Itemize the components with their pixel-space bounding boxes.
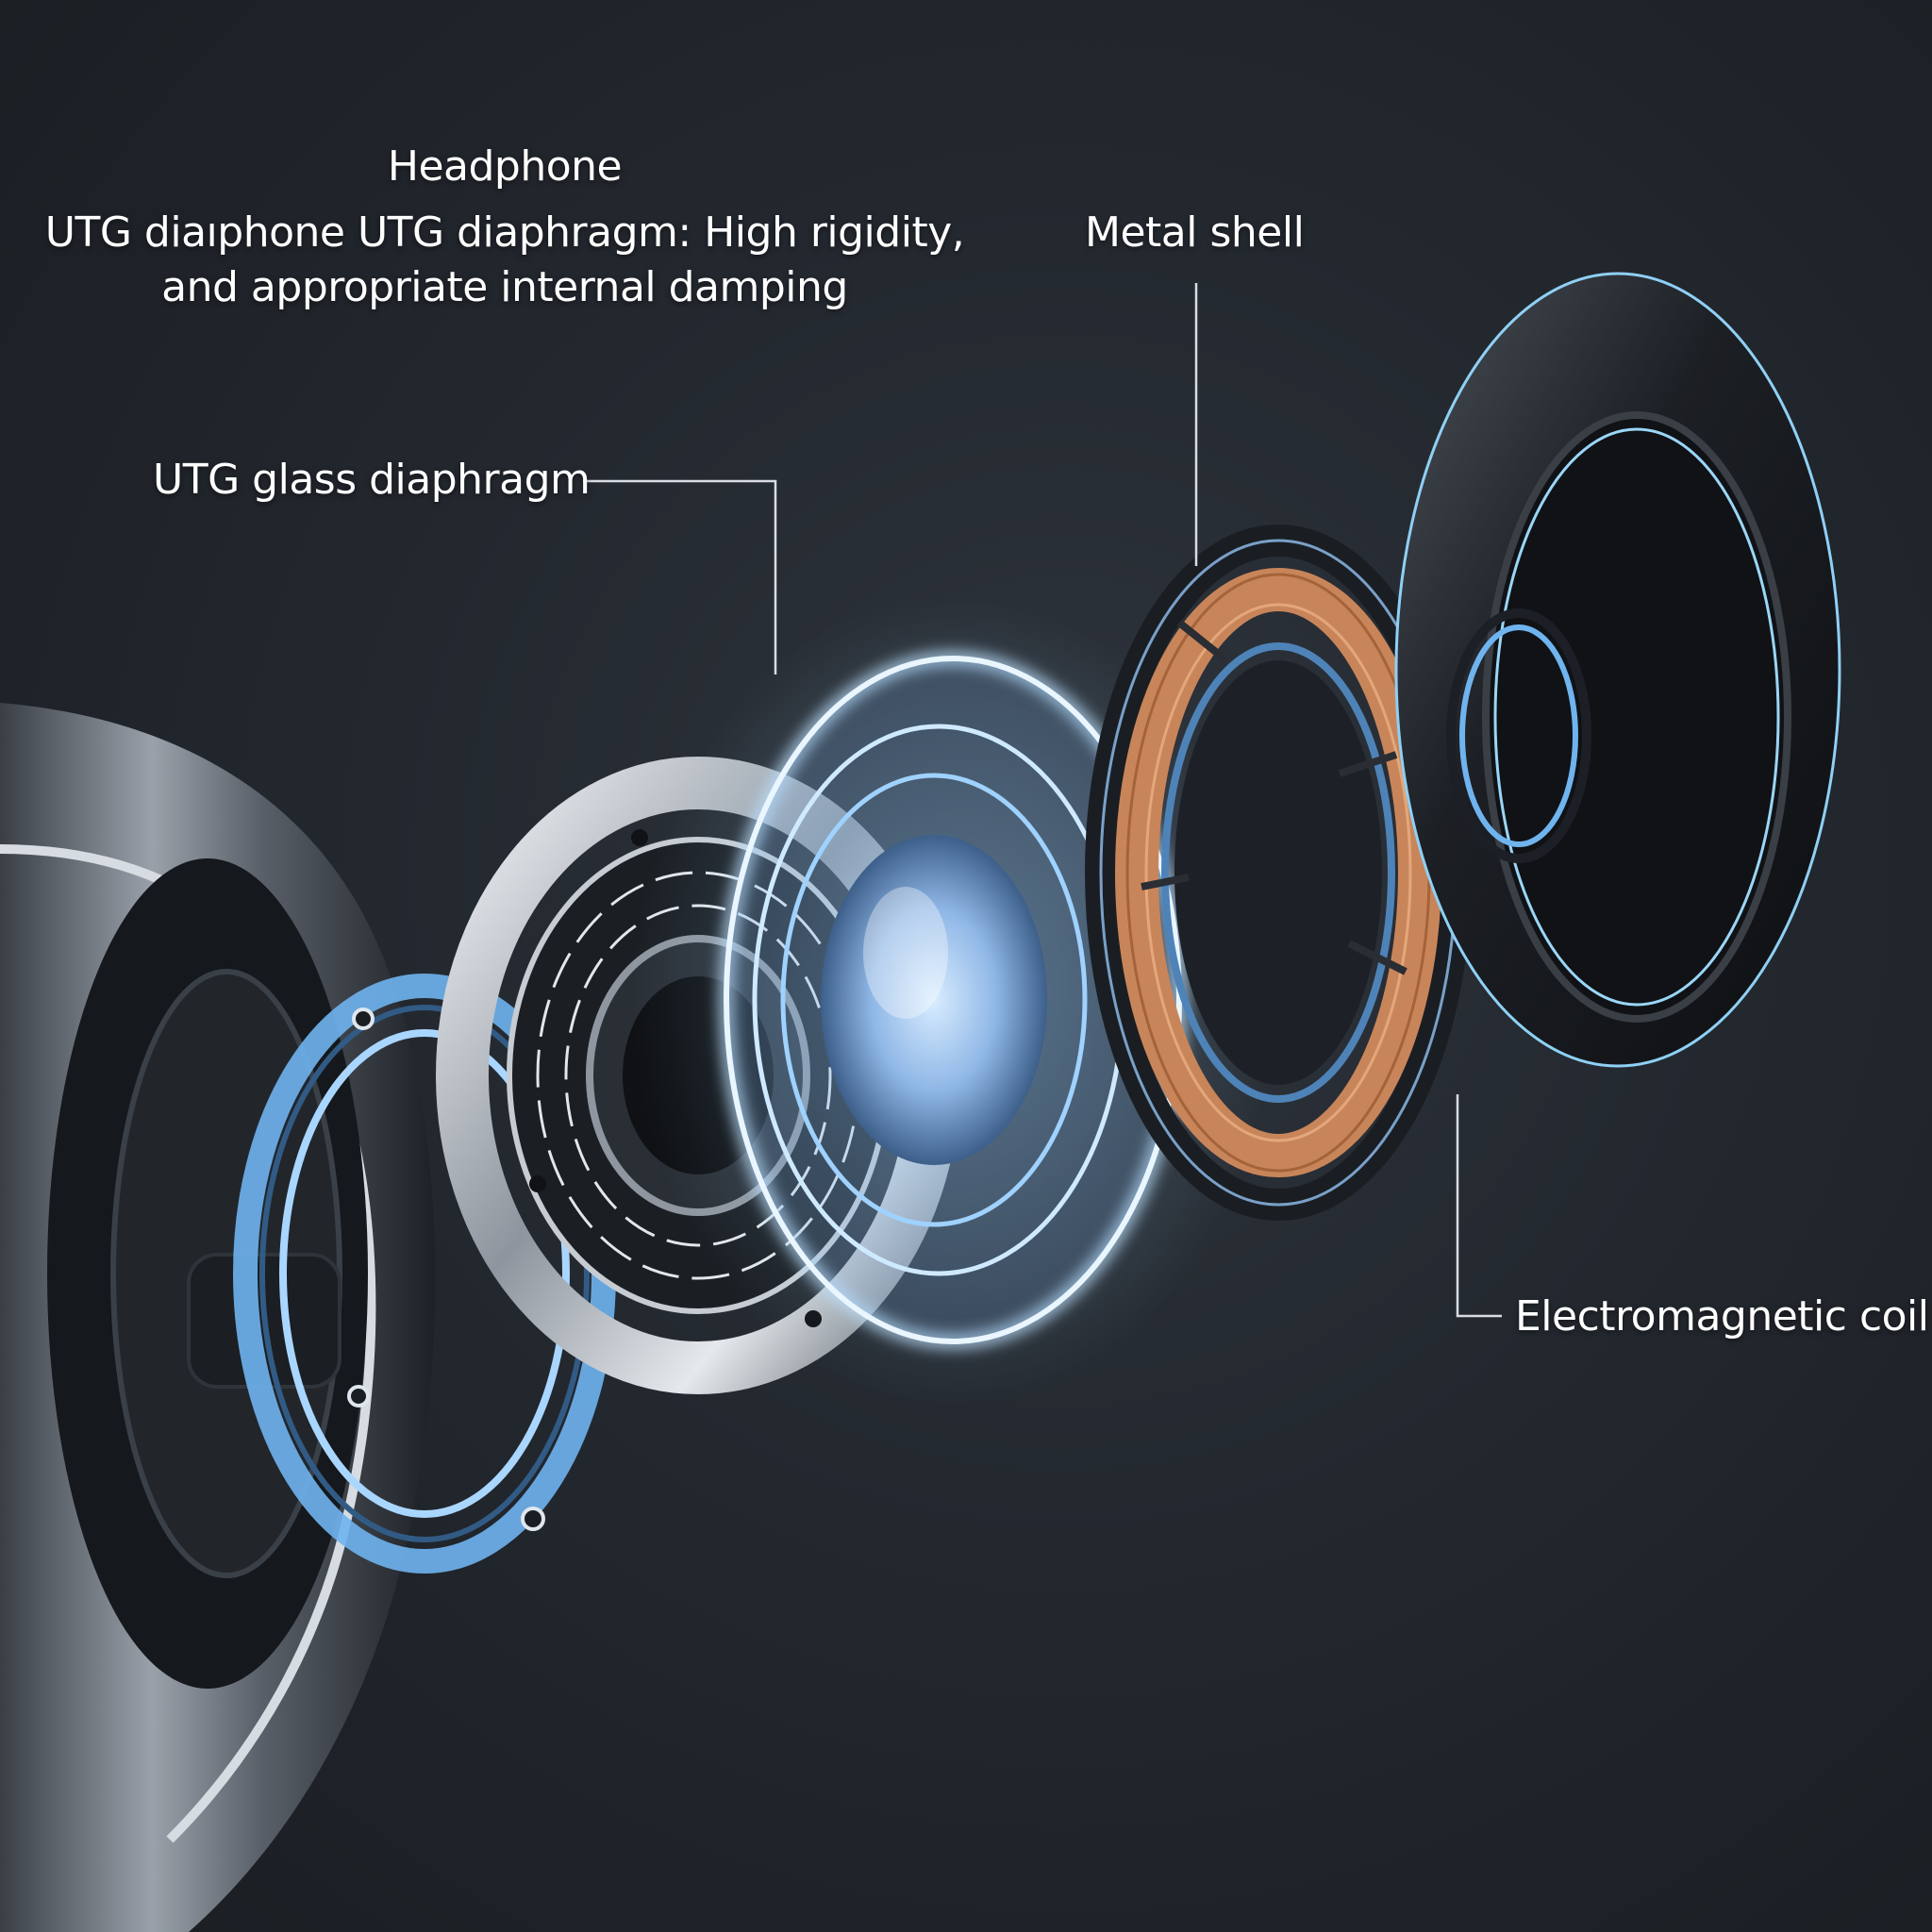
caption-line-2: and appropriate internal damping [161, 263, 848, 311]
label-electromagnetic-coil: Electromagnetic coil [1515, 1292, 1929, 1341]
label-utg-glass-diaphragm: UTG glass diaphragm [153, 456, 591, 504]
callout-utg-glass [583, 479, 777, 675]
ear-cushion [1394, 272, 1841, 1068]
callout-lines [583, 283, 1502, 1318]
diagram-title: Headphone [387, 142, 623, 191]
utg-glass-diaphragm [632, 594, 1274, 1406]
headphone-housing [0, 703, 436, 1932]
callout-coil [1456, 1094, 1502, 1318]
label-metal-shell: Metal shell [1085, 208, 1305, 257]
diagram-caption: UTG diaıphone UTG diaphragm: High rigidi… [0, 206, 1009, 315]
caption-line-1: UTG diaıphone UTG diaphragm: High rigidi… [44, 208, 965, 257]
